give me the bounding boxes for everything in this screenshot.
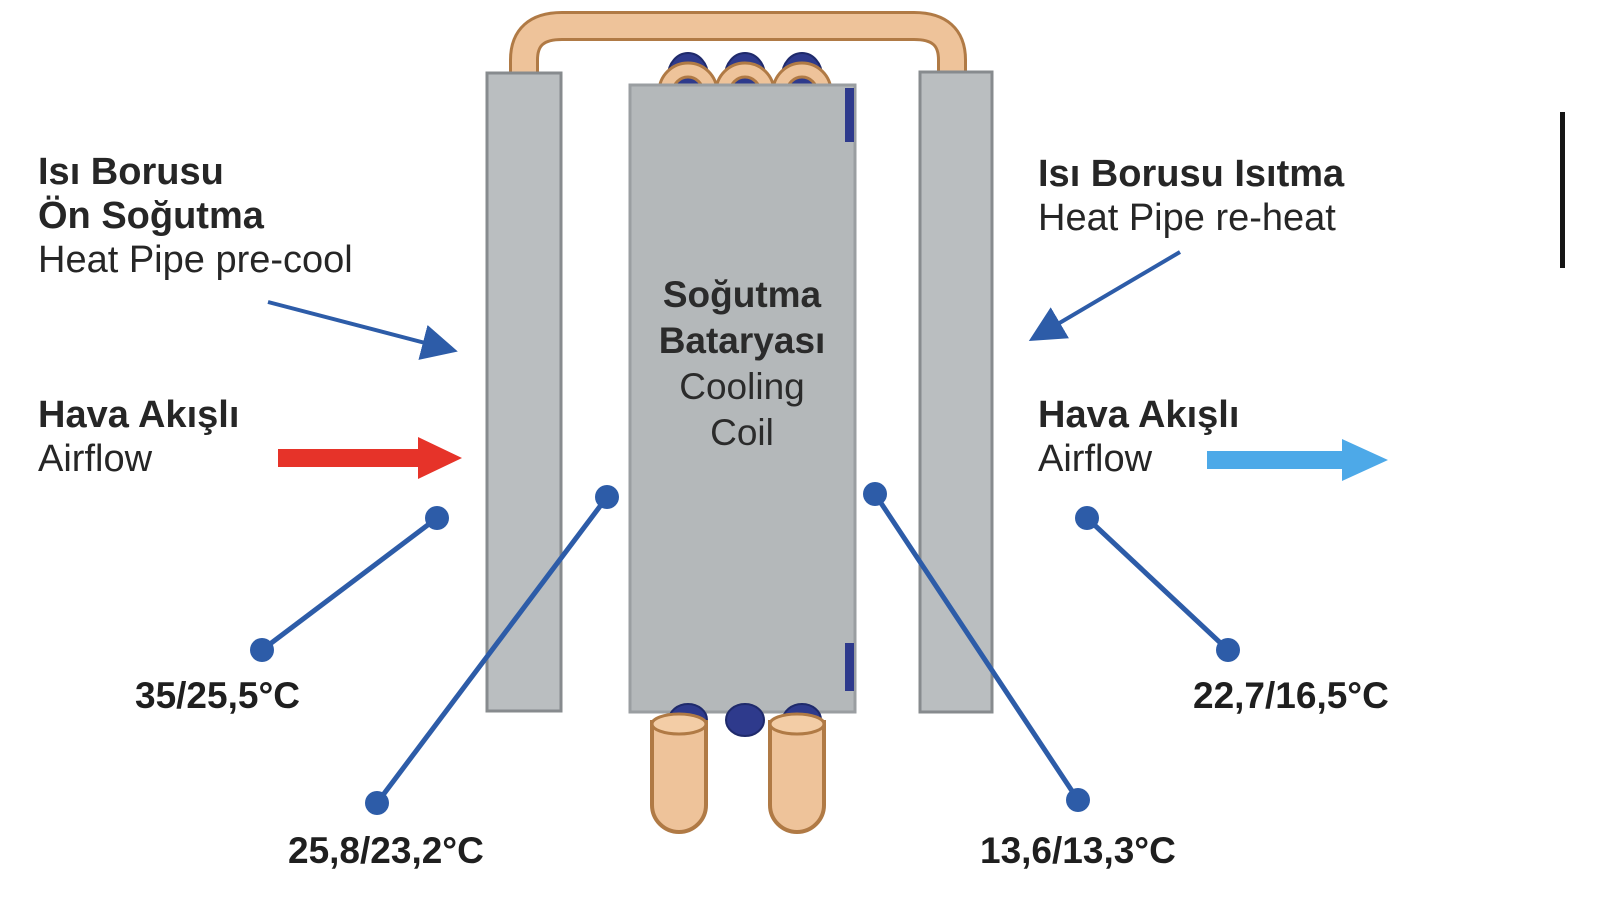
cooling-coil-label-line2: Bataryası bbox=[658, 320, 826, 361]
temp-outlet: 22,7/16,5°C bbox=[1193, 675, 1389, 716]
cooling-coil-label-line4: Coil bbox=[710, 412, 774, 453]
airflow-out-label: Hava Akışlı Airflow bbox=[1038, 393, 1239, 481]
airflow-out-label-line1: Hava Akışlı bbox=[1038, 394, 1240, 436]
temp-after-precool: 25,8/23,2°C bbox=[288, 830, 484, 871]
cooling-coil-label-line1: Soğutma bbox=[662, 274, 822, 315]
connecting-copper-pipe bbox=[509, 11, 967, 84]
cooling-coil-label: Soğutma Bataryası Cooling Coil bbox=[628, 272, 856, 456]
airflow-out-label-line2: Airflow bbox=[1038, 438, 1153, 480]
airflow-in-label-line1: Hava Akışlı bbox=[38, 394, 240, 436]
cooling-coil-body bbox=[628, 83, 857, 714]
left-heat-pipe-panel bbox=[485, 71, 563, 713]
callout-after-coil bbox=[863, 482, 1090, 812]
temp-after-coil: 13,6/13,3°C bbox=[980, 830, 1176, 871]
left-heat-pipe-label: Isı Borusu Ön Soğutma Heat Pipe pre-cool bbox=[38, 150, 353, 282]
left-pointer-arrow bbox=[267, 300, 458, 360]
callout-after-precool bbox=[365, 485, 619, 815]
airflow-in-arrow bbox=[278, 437, 462, 479]
callout-outlet bbox=[1075, 506, 1240, 662]
cooling-coil-label-line3: Cooling bbox=[679, 366, 805, 407]
cropped-edge-line bbox=[1560, 112, 1565, 268]
right-heat-pipe-label-line1: Isı Borusu Isıtma bbox=[1038, 153, 1345, 195]
left-heat-pipe-label-line3: Heat Pipe pre-cool bbox=[38, 239, 353, 281]
airflow-in-label: Hava Akışlı Airflow bbox=[38, 393, 239, 481]
right-heat-pipe-label: Isı Borusu Isıtma Heat Pipe re-heat bbox=[1038, 152, 1344, 240]
temp-inlet: 35/25,5°C bbox=[135, 675, 300, 716]
airflow-out-arrow bbox=[1207, 439, 1388, 481]
coil-top-ubends bbox=[657, 52, 833, 100]
left-heat-pipe-label-line1: Isı Borusu bbox=[38, 151, 224, 193]
coil-bottom-tubes bbox=[650, 703, 826, 834]
right-heat-pipe-panel bbox=[918, 70, 994, 714]
left-heat-pipe-label-line2: Ön Soğutma bbox=[38, 195, 264, 237]
airflow-in-label-line2: Airflow bbox=[38, 438, 153, 480]
callout-inlet bbox=[250, 506, 449, 662]
right-pointer-arrow bbox=[1028, 250, 1182, 342]
right-heat-pipe-label-line2: Heat Pipe re-heat bbox=[1038, 197, 1336, 239]
